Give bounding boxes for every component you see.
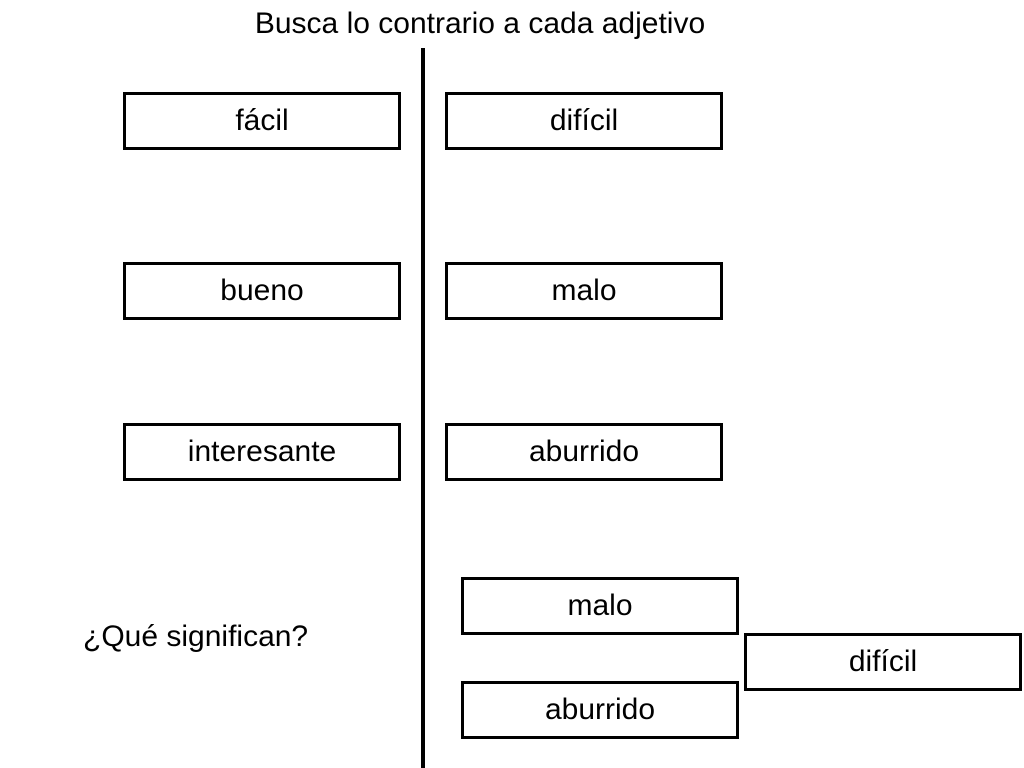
card-label: difícil bbox=[848, 645, 918, 678]
page-title: Busca lo contrario a cada adjetivo bbox=[254, 7, 706, 40]
card-label: aburrido bbox=[528, 435, 640, 468]
question-text: ¿Qué significan? bbox=[83, 620, 309, 653]
card-label: malo bbox=[567, 589, 633, 622]
card-label: malo bbox=[551, 274, 617, 307]
card-label: bueno bbox=[220, 274, 304, 307]
card-label: difícil bbox=[549, 104, 619, 137]
card-opposite-3[interactable]: aburrido bbox=[445, 423, 723, 481]
card-adjective-3[interactable]: interesante bbox=[123, 423, 401, 481]
card-label: fácil bbox=[235, 104, 289, 137]
card-opposite-1[interactable]: difícil bbox=[445, 92, 723, 150]
loose-card-2[interactable]: difícil bbox=[744, 633, 1022, 691]
card-adjective-2[interactable]: bueno bbox=[123, 262, 401, 320]
loose-card-3[interactable]: aburrido bbox=[461, 681, 739, 739]
card-opposite-2[interactable]: malo bbox=[445, 262, 723, 320]
card-adjective-1[interactable]: fácil bbox=[123, 92, 401, 150]
loose-card-1[interactable]: malo bbox=[461, 577, 739, 635]
column-divider bbox=[421, 48, 425, 768]
card-label: aburrido bbox=[544, 693, 656, 726]
card-label: interesante bbox=[187, 435, 337, 468]
